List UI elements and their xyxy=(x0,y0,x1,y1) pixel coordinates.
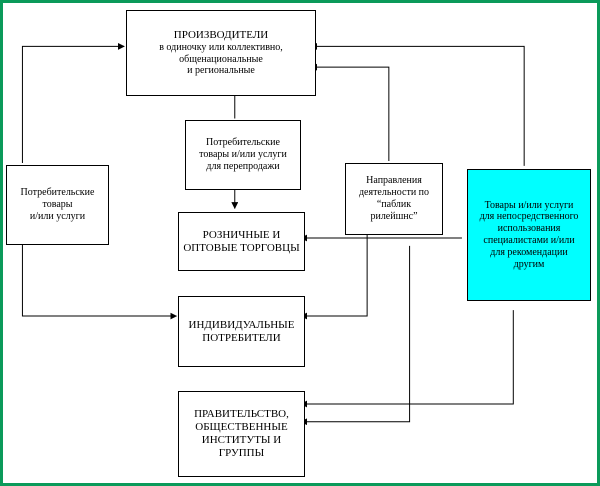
consumer-goods-line: товары xyxy=(42,199,73,211)
individuals-box: ИНДИВИДУАЛЬНЫЕ ПОТРЕБИТЕЛИ xyxy=(178,296,305,367)
pr-directions-line: деятельности по xyxy=(358,187,430,199)
individuals-line: ИНДИВИДУАЛЬНЫЕ xyxy=(188,318,295,331)
resale-goods-line: товары и/или услуги xyxy=(199,149,287,161)
government-line: ГРУППЫ xyxy=(218,446,265,459)
consumer-goods-line: Потребительские xyxy=(20,187,95,199)
professional-goods-line: другим xyxy=(513,258,545,270)
producers-line: и региональные xyxy=(187,65,255,77)
retail-wholesale-line: ОПТОВЫЕ ТОРГОВЦЫ xyxy=(183,241,300,254)
resale-goods-line: для перепродажи xyxy=(206,160,280,172)
pr-directions-line: рилейшнс” xyxy=(370,210,418,222)
government-line: ПРАВИТЕЛЬСТВО, xyxy=(194,408,289,421)
professional-goods-line: для рекомендации xyxy=(490,246,568,258)
connector-professional-to-producers xyxy=(310,42,525,166)
resale-goods-box: Потребительские товары и/или услуги для … xyxy=(185,120,301,190)
connector-professional-to-government xyxy=(300,310,514,408)
producers-line: в одиночку или коллективно, xyxy=(159,41,283,53)
individuals-line: ПОТРЕБИТЕЛИ xyxy=(202,331,281,344)
professional-goods-line: для непосредственного xyxy=(479,211,579,223)
resale-goods-line: Потребительские xyxy=(206,137,280,149)
pr-directions-line: “паблик xyxy=(376,199,412,210)
consumer-goods-line: и/или услуги xyxy=(29,210,86,222)
producers-box: ПРОИЗВОДИТЕЛИ в одиночку или коллективно… xyxy=(126,10,316,96)
government-box: ПРАВИТЕЛЬСТВО, ОБЩЕСТВЕННЫЕ ИНСТИТУТЫ И … xyxy=(178,391,305,477)
connector-pr-to-government xyxy=(300,245,411,426)
government-line: ИНСТИТУТЫ И xyxy=(201,434,282,446)
retail-wholesale-box: РОЗНИЧНЫЕ И ОПТОВЫЕ ТОРГОВЦЫ xyxy=(178,212,305,271)
connector-pr-to-producers xyxy=(310,63,390,161)
professional-goods-line: Товары и/или услуги xyxy=(484,199,574,211)
connector-layer xyxy=(21,42,525,426)
government-line: ОБЩЕСТВЕННЫЕ xyxy=(195,421,288,434)
professional-goods-line: использования xyxy=(497,223,561,235)
consumer-goods-box: Потребительские товары и/или услуги xyxy=(6,165,109,245)
producers-title: ПРОИЗВОДИТЕЛИ xyxy=(173,28,269,41)
connector-pr-to-individuals xyxy=(300,230,368,320)
pr-directions-box: Направления деятельности по “паблик риле… xyxy=(345,163,443,235)
connector-consumer-goods-to-producers xyxy=(21,42,125,163)
professional-goods-line: специалистами и/или xyxy=(483,235,575,246)
retail-wholesale-line: РОЗНИЧНЫЕ И xyxy=(202,228,281,241)
professional-goods-box: Товары и/или услуги для непосредственног… xyxy=(467,169,591,301)
connector-consumer-goods-to-individuals xyxy=(21,240,178,320)
pr-directions-line: Направления xyxy=(366,175,422,187)
producers-line: общенациональные xyxy=(179,53,263,65)
